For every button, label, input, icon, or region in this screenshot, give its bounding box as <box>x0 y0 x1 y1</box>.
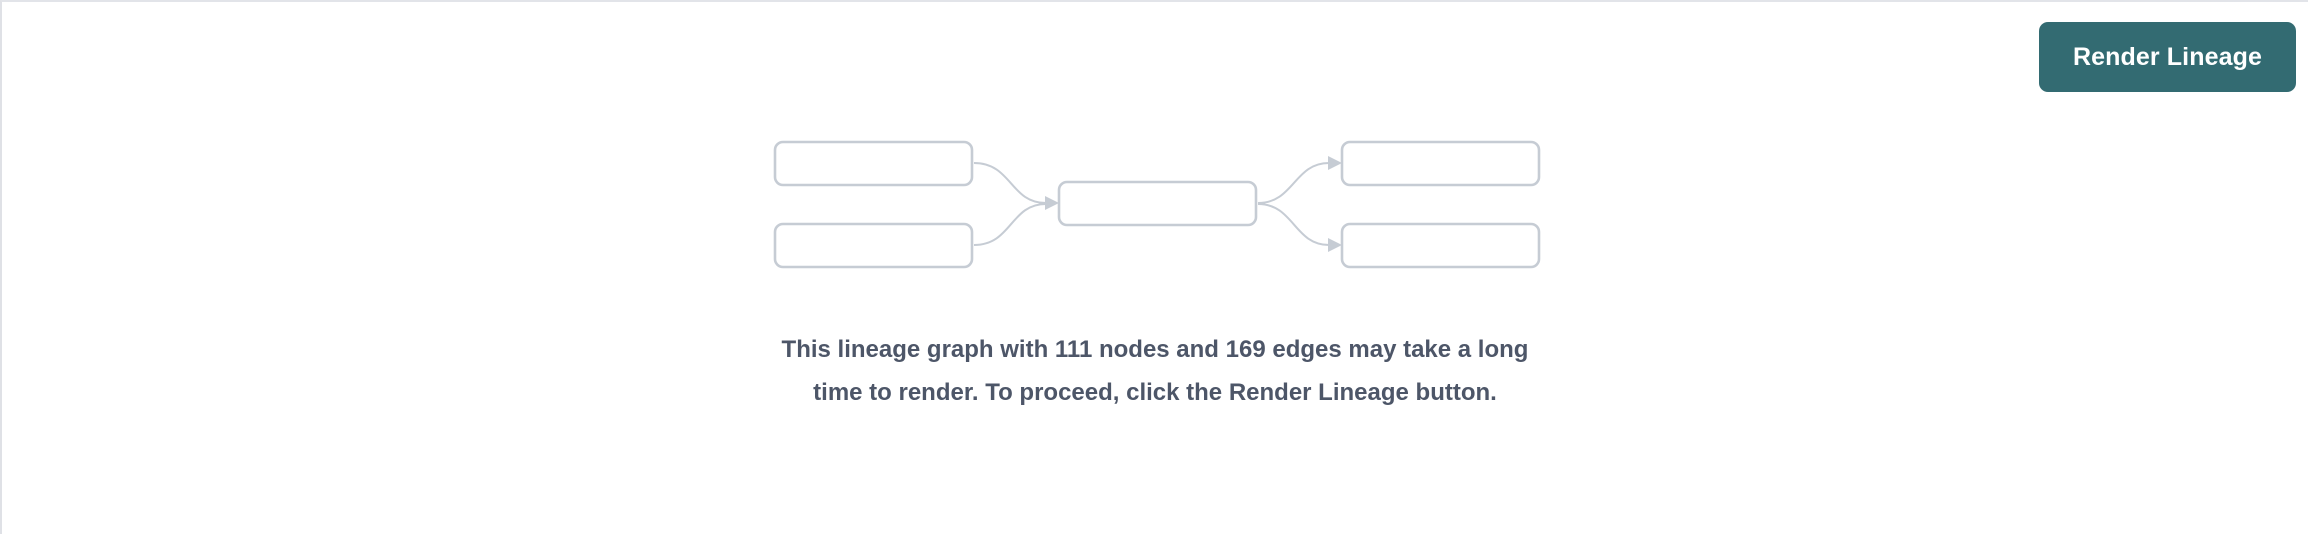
edge-left-top-to-center <box>973 162 1059 210</box>
lineage-size-warning-message: This lineage graph with 111 nodes and 16… <box>781 336 1536 406</box>
graph-node-left-bottom <box>773 222 974 269</box>
edge-center-to-right-bottom <box>1257 203 1342 252</box>
render-lineage-button[interactable]: Render Lineage <box>2039 22 2296 92</box>
graph-node-right-bottom <box>1340 222 1541 269</box>
graph-node-center <box>1057 180 1258 227</box>
edge-center-to-right-top <box>1257 156 1342 204</box>
graph-node-right-top <box>1340 140 1541 187</box>
placeholder-lineage-graph <box>2 2 2308 302</box>
graph-node-left-top <box>773 140 974 187</box>
edge-left-bottom-to-center <box>973 203 1047 246</box>
